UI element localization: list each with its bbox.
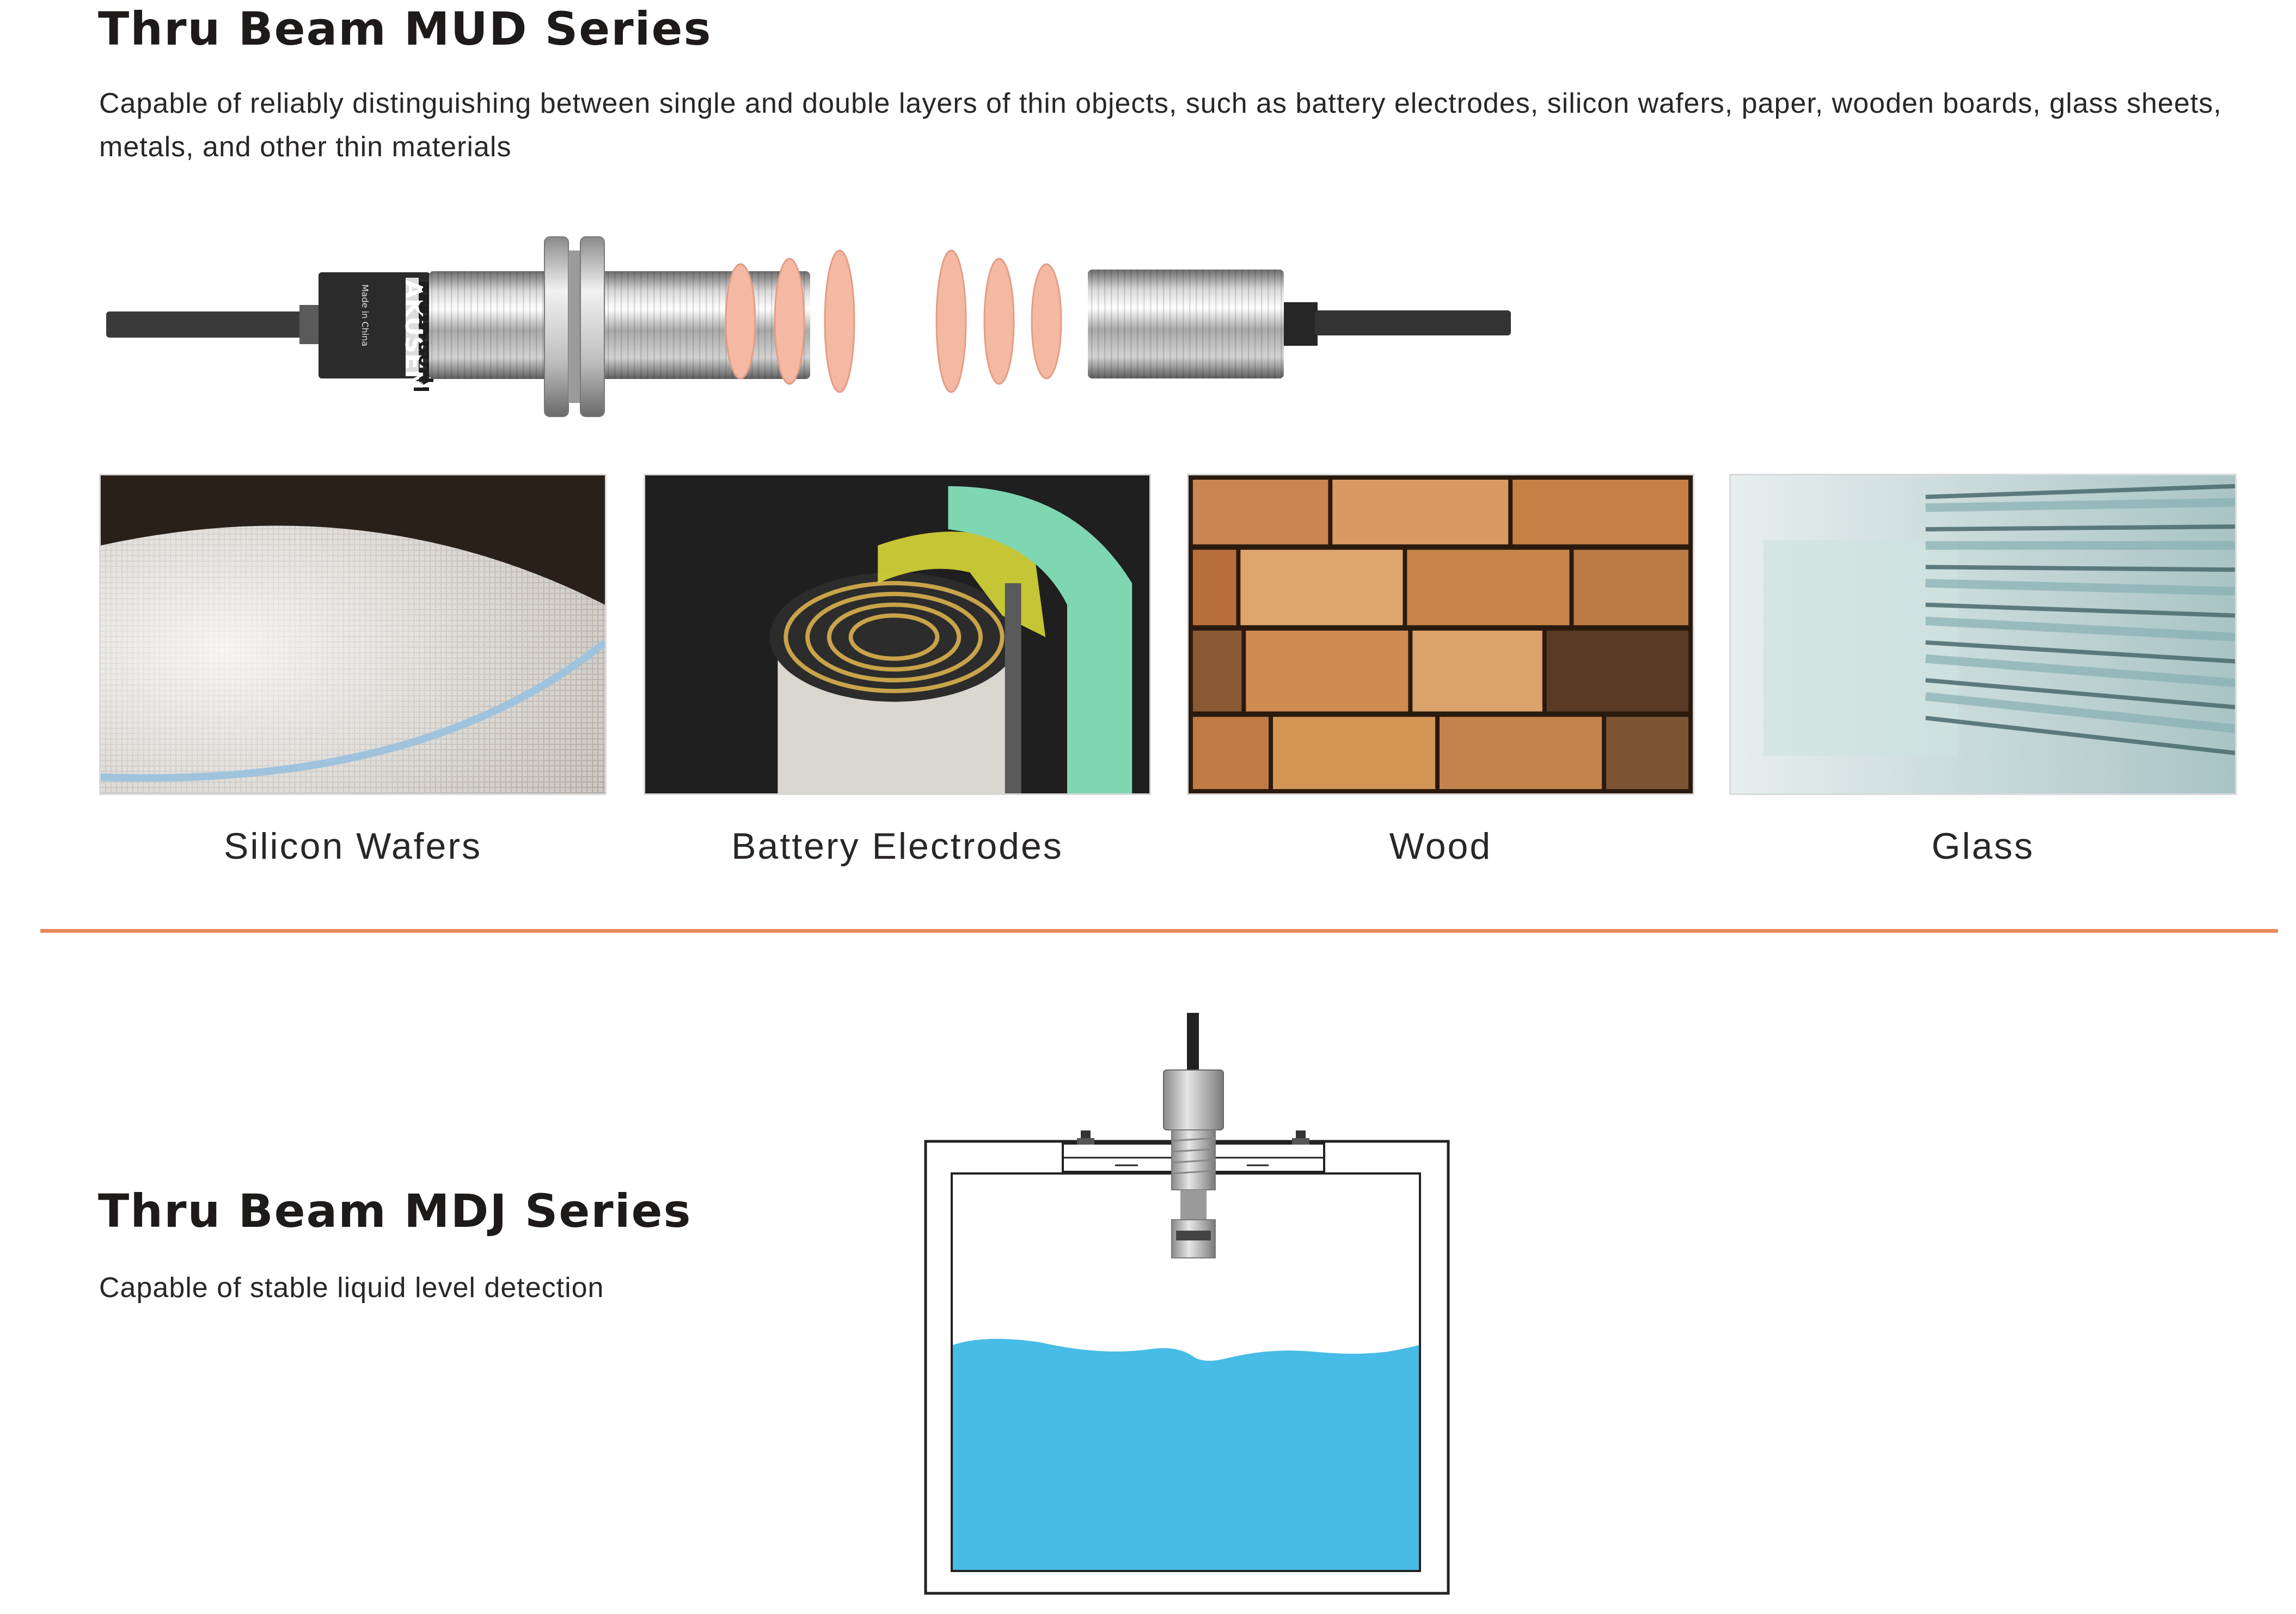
receiver-cable <box>1315 310 1511 335</box>
material-label-battery-electrodes: Battery Electrodes <box>731 826 1063 867</box>
wood-stack-photo <box>1187 474 1694 795</box>
emitter-body <box>319 272 430 378</box>
mud-series-title: Thru Beam MUD Series <box>98 2 712 56</box>
silicon-wafer-photo <box>99 474 607 795</box>
thru-beam-sensor-illustration: Made in China MUD-60N AKUSENSE MUD-60N <box>106 236 1511 423</box>
emitter-nut-2 <box>580 236 605 417</box>
sensor-brand-marking: AKUSENSE <box>400 280 427 423</box>
sound-wave <box>935 249 967 393</box>
sound-wave <box>1031 263 1062 380</box>
mdj-series-description: Capable of stable liquid level detection <box>99 1272 604 1304</box>
mud-series-description: Capable of reliably distinguishing betwe… <box>99 88 2222 163</box>
liquid <box>953 1338 1419 1570</box>
mdj-series-title: Thru Beam MDJ Series <box>98 1184 692 1238</box>
liquid-level-tank-illustration <box>924 1013 1450 1595</box>
sound-wave <box>725 263 756 380</box>
material-label-glass: Glass <box>1931 826 2035 867</box>
material-label-silicon-wafers: Silicon Wafers <box>223 826 482 867</box>
sound-wave <box>983 258 1015 385</box>
material-label-wood: Wood <box>1389 826 1492 867</box>
sound-wave <box>824 249 855 393</box>
emitter-nut-1 <box>544 236 569 417</box>
sound-wave <box>774 258 805 385</box>
emitter-cable <box>106 311 329 338</box>
glass-sheets-photo <box>1729 474 2237 795</box>
probe-hex-body <box>1163 1069 1224 1130</box>
probe-cable <box>1187 1013 1199 1073</box>
battery-cutaway-photo <box>644 474 1151 795</box>
section-divider <box>40 929 2278 933</box>
sensor-origin-marking: Made in China <box>360 284 370 346</box>
